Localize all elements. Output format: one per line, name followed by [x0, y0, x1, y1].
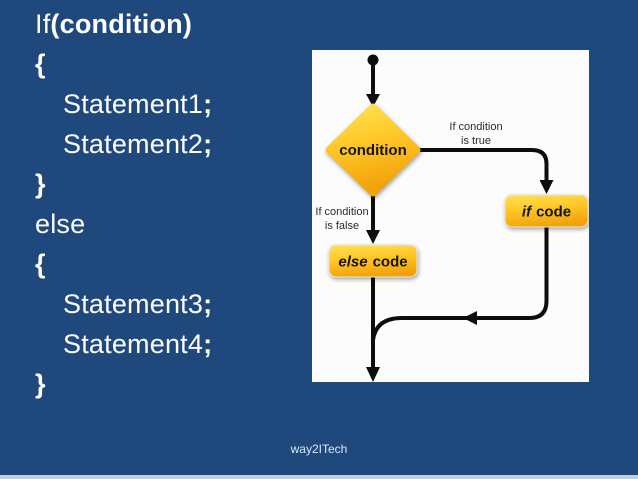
if-keyword: If	[35, 9, 51, 39]
code-line-statement4: Statement4;	[35, 324, 212, 364]
flow-lines	[371, 64, 549, 367]
else-code-box	[328, 244, 418, 278]
arrowhead-into-if-code	[539, 180, 554, 194]
start-dot	[367, 54, 379, 66]
else-code-label: else code	[338, 254, 407, 271]
if-code-box	[504, 194, 589, 228]
else-code-word: code	[373, 254, 408, 271]
close-brace-2: }	[35, 369, 46, 399]
semicolon-4: ;	[203, 329, 213, 359]
code-line-if: If(condition)	[35, 4, 212, 44]
semicolon-2: ;	[203, 129, 213, 159]
arrowhead-merge-left	[463, 311, 477, 325]
false-branch-label-line2: is false	[325, 220, 359, 232]
code-line-close-brace-2: }	[35, 364, 212, 404]
statement2-text: Statement2	[63, 129, 204, 159]
bottom-strip	[0, 475, 638, 479]
condition-diamond	[325, 103, 421, 197]
open-brace-1: {	[35, 49, 46, 79]
arrowhead-into-condition	[366, 94, 380, 107]
true-branch-label-line1: If condition	[449, 121, 502, 133]
false-branch-label-line1: If condition	[315, 206, 368, 218]
condition-label: condition	[339, 142, 407, 159]
code-line-statement3: Statement3;	[35, 284, 212, 324]
code-line-statement1: Statement1;	[35, 84, 212, 124]
semicolon-1: ;	[203, 89, 213, 119]
if-code-word: code	[536, 204, 571, 221]
open-brace-2: {	[35, 249, 46, 279]
close-brace-1: }	[35, 169, 46, 199]
arrowhead-into-else-code	[366, 230, 380, 244]
flow-arrowheads	[366, 54, 554, 382]
code-line-statement2: Statement2;	[35, 124, 212, 164]
else-keyword: else	[35, 209, 86, 239]
condition-parenthetical: (condition)	[50, 9, 193, 39]
statement1-text: Statement1	[63, 89, 204, 119]
code-line-close-brace-1: }	[35, 164, 212, 204]
true-branch-line	[417, 148, 549, 180]
code-line-open-brace-2: {	[35, 244, 212, 284]
statement3-text: Statement3	[63, 289, 204, 319]
code-line-else: else	[35, 204, 212, 244]
true-branch-label-line2: is true	[461, 135, 491, 147]
code-block: If(condition) { Statement1; Statement2; …	[35, 4, 212, 404]
if-code-keyword: if	[522, 204, 533, 221]
statement4-text: Statement4	[63, 329, 204, 359]
flow-nodes	[325, 103, 589, 278]
code-line-open-brace-1: {	[35, 44, 212, 84]
merge-line	[371, 227, 549, 341]
semicolon-3: ;	[203, 289, 213, 319]
footer-watermark: way2ITech	[290, 442, 348, 456]
else-code-keyword: else	[338, 254, 367, 271]
arrowhead-exit	[366, 367, 380, 382]
